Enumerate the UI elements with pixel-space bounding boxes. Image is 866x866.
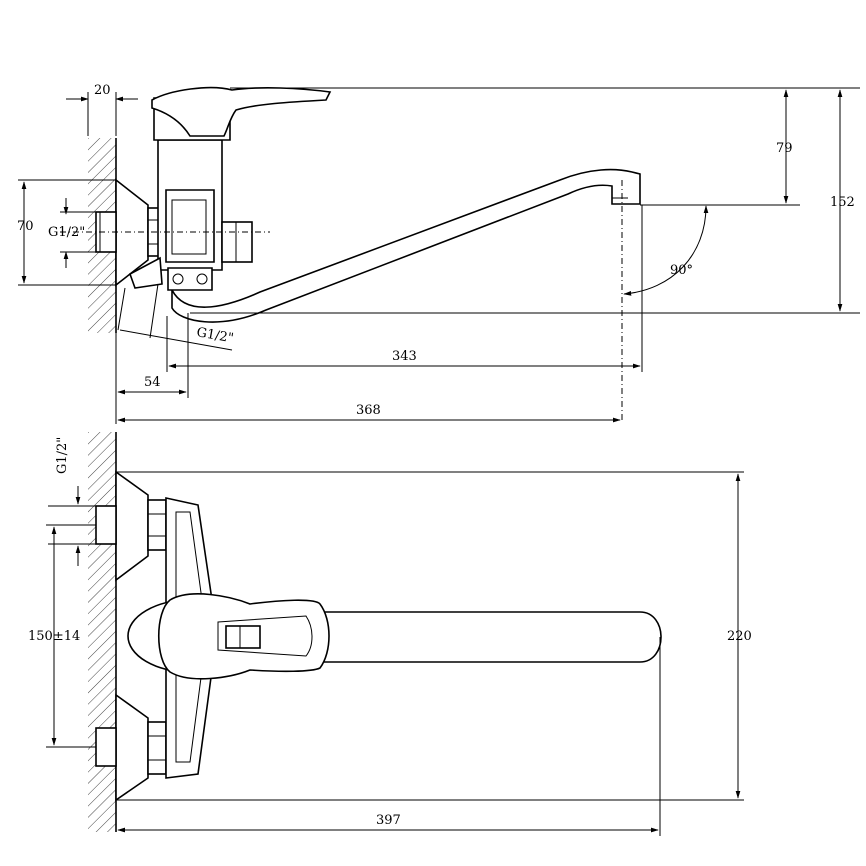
dim-spout-reach-body: 343: [392, 349, 417, 364]
dim-spout-width: 220: [727, 629, 752, 644]
top-view: G1/2" 150±14 220 397: [28, 432, 752, 836]
dim-wall-offset: 20: [94, 83, 111, 98]
dim-inlet-height: 70: [17, 219, 34, 234]
lower-inlet-pipe: [95, 727, 117, 767]
lever-handle-side: [151, 86, 332, 137]
diverter-frame: [165, 189, 215, 263]
dim-spout-length: 397: [376, 813, 401, 828]
lever-grip-top: [225, 625, 261, 649]
diverter-knob-side: [221, 221, 253, 263]
wall-hatch-top: [88, 432, 116, 832]
dim-spout-reach-wall: 368: [356, 403, 381, 418]
lower-hex-nut: [147, 721, 167, 775]
dim-thread-top: G1/2": [55, 437, 70, 474]
dim-inlet-spacing: 150±14: [28, 629, 80, 644]
side-view: 20 70 G1/2" G1/2" 79 152 90° 3: [17, 83, 860, 424]
dim-outlet-thread: G1/2": [195, 325, 234, 346]
lower-flange-top: [115, 693, 149, 802]
dim-top-to-spout: 79: [776, 141, 793, 156]
dim-body-offset: 54: [144, 375, 161, 390]
upper-hex-nut: [147, 499, 167, 551]
upper-inlet-pipe: [95, 505, 117, 545]
upper-flange-top: [115, 470, 149, 582]
shower-outlet-side: [129, 256, 163, 289]
spout-side: [171, 168, 641, 323]
dim-spout-angle: 90°: [670, 263, 693, 278]
dim-inlet-thread: G1/2": [48, 225, 85, 240]
spout-top: [239, 611, 662, 663]
dim-total-height: 152: [830, 195, 855, 210]
